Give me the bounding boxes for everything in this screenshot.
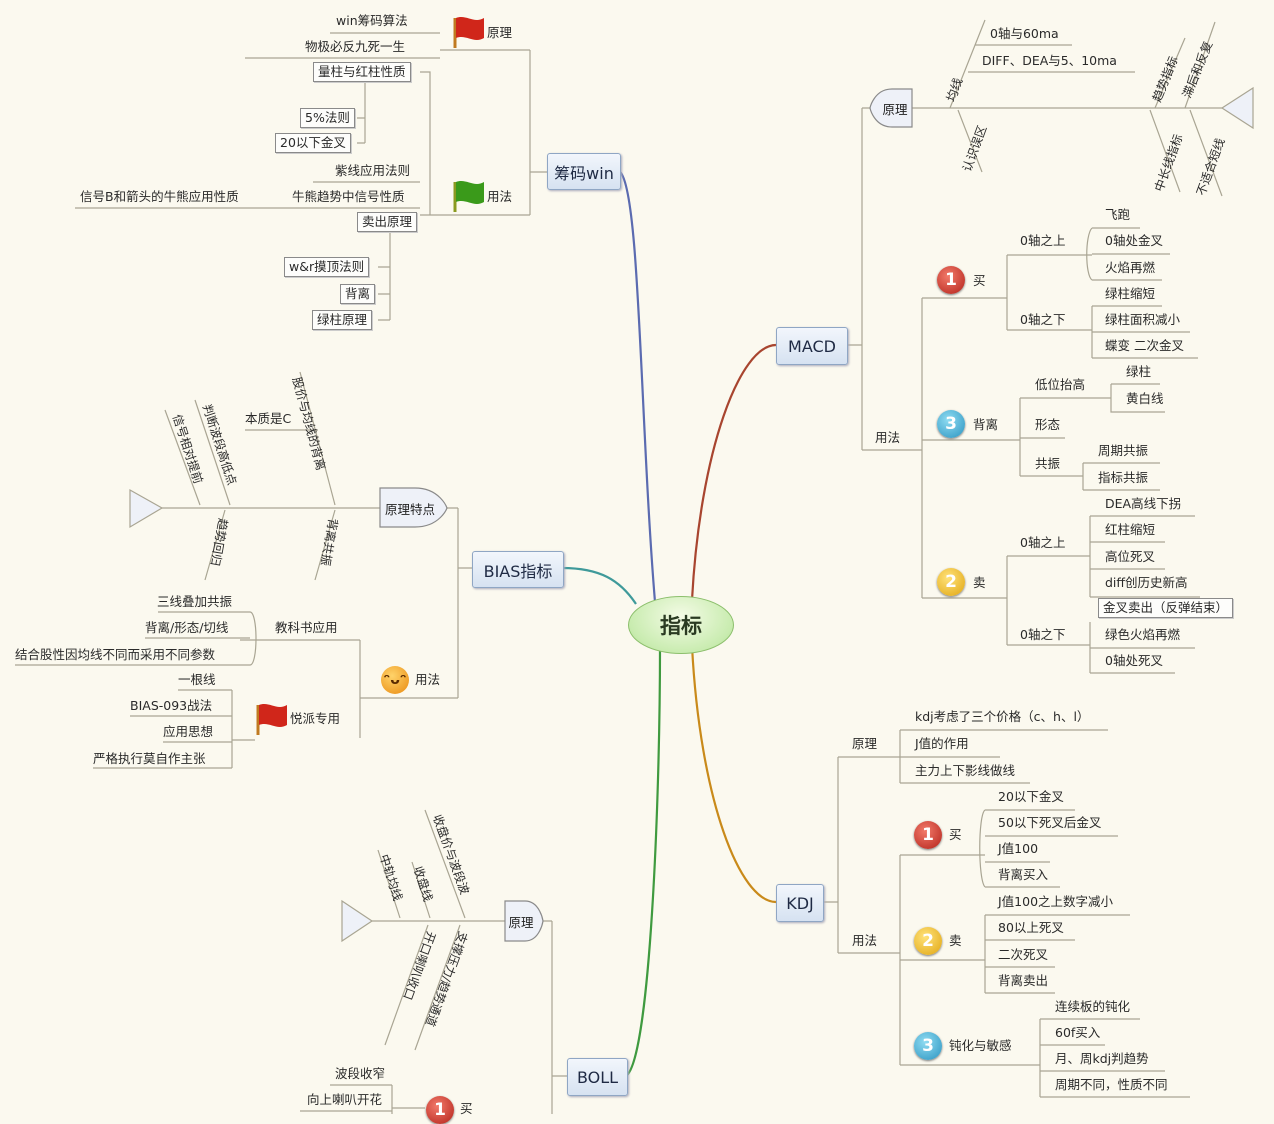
kdj-usage-label[interactable]: 用法 — [852, 933, 878, 948]
zixian-node[interactable]: 紫线应用法则 — [335, 163, 411, 178]
liangzhu-node[interactable]: 量柱与红柱性质 — [313, 62, 411, 82]
niuxiong-node[interactable]: 牛熊趋势中信号性质 — [292, 189, 405, 204]
leaf[interactable]: kdj考虑了三个价格（c、h、l） — [915, 709, 1090, 724]
leaf[interactable]: 红柱缩短 — [1105, 522, 1156, 537]
leaf[interactable]: 蝶变 二次金叉 — [1105, 338, 1184, 353]
liangzhu-item[interactable]: 5%法则 — [300, 108, 355, 128]
macd-buy-below[interactable]: 0轴之下 — [1020, 312, 1066, 327]
boll-principle-head[interactable]: 原理 — [508, 915, 534, 930]
liangzhu-item[interactable]: 20以下金叉 — [275, 133, 351, 153]
macd-div-shape[interactable]: 形态 — [1035, 417, 1061, 432]
leaf[interactable]: 绿柱缩短 — [1105, 286, 1156, 301]
textbook-node[interactable]: 教科书应用 — [275, 620, 338, 635]
leaf[interactable]: 高位死叉 — [1105, 549, 1156, 564]
green-flag-icon — [453, 181, 484, 212]
kdj-blunt-label[interactable]: 钝化与敏感 — [949, 1038, 1012, 1053]
special-item[interactable]: 应用思想 — [163, 724, 214, 739]
special-item[interactable]: 一根线 — [178, 672, 216, 687]
number-1-icon: 1 — [937, 266, 965, 294]
macd-usage-label[interactable]: 用法 — [875, 430, 901, 445]
leaf[interactable]: 火焰再燃 — [1105, 260, 1156, 275]
leaf[interactable]: 指标共振 — [1098, 470, 1149, 485]
leaf[interactable]: 80以上死叉 — [998, 920, 1064, 935]
leaf[interactable]: DEA高线下拐 — [1105, 496, 1182, 511]
leaf-selected[interactable]: 金叉卖出（反弹结束） — [1098, 598, 1234, 618]
niuxiong-item[interactable]: 信号B和箭头的牛熊应用性质 — [80, 189, 239, 204]
number-3-icon: 3 — [914, 1032, 942, 1060]
leaf[interactable]: J值的作用 — [915, 736, 969, 751]
macd-sell-label[interactable]: 卖 — [973, 575, 986, 590]
central-topic[interactable]: 指标 — [628, 596, 734, 654]
macd-ma-item[interactable]: DIFF、DEA与5、10ma — [982, 53, 1117, 68]
leaf[interactable]: J值100 — [998, 841, 1039, 856]
leaf[interactable]: 飞跑 — [1105, 207, 1131, 222]
textbook-item[interactable]: 结合股性因均线不同而采用不同参数 — [15, 647, 216, 662]
leaf[interactable]: 背离卖出 — [998, 973, 1049, 988]
leaf[interactable]: 绿柱面积减小 — [1105, 312, 1181, 327]
leaf[interactable]: 60f买入 — [1055, 1025, 1101, 1040]
macd-div-low[interactable]: 低位抬高 — [1035, 377, 1086, 392]
number-1-icon: 1 — [914, 821, 942, 849]
leaf[interactable]: J值100之上数字减小 — [998, 894, 1114, 909]
macd-buy-label[interactable]: 买 — [973, 273, 986, 288]
kdj-buy-label[interactable]: 买 — [949, 827, 962, 842]
leaf[interactable]: 20以下金叉 — [998, 789, 1064, 804]
chouma-usage-label[interactable]: 用法 — [487, 189, 513, 204]
kdj-sell-label[interactable]: 卖 — [949, 933, 962, 948]
macd-divergence-label[interactable]: 背离 — [973, 417, 999, 432]
topic-macd[interactable]: MACD — [776, 327, 848, 365]
leaf[interactable]: 0轴处金叉 — [1105, 233, 1163, 248]
macd-sell-below[interactable]: 0轴之下 — [1020, 627, 1066, 642]
sell-item[interactable]: w&r摸顶法则 — [284, 257, 370, 277]
leaf[interactable]: 绿色火焰再燃 — [1105, 627, 1181, 642]
leaf[interactable]: 二次死叉 — [998, 947, 1049, 962]
red-flag-icon — [453, 17, 484, 48]
boll-buy-label[interactable]: 买 — [460, 1101, 473, 1116]
leaf[interactable]: 0轴处死叉 — [1105, 653, 1163, 668]
leaf[interactable]: 黄白线 — [1126, 391, 1164, 406]
textbook-item[interactable]: 三线叠加共振 — [157, 594, 233, 609]
topic-bias[interactable]: BIAS指标 — [472, 551, 564, 588]
leaf[interactable]: 主力上下影线做线 — [915, 763, 1016, 778]
chouma-principle-label[interactable]: 原理 — [487, 25, 513, 40]
special-item[interactable]: BIAS-093战法 — [130, 698, 213, 713]
number-2-icon: 2 — [937, 568, 965, 596]
topic-kdj[interactable]: KDJ — [776, 884, 824, 922]
special-node[interactable]: 悦派专用 — [290, 711, 341, 726]
leaf[interactable]: 50以下死叉后金叉 — [998, 815, 1102, 830]
leaf[interactable]: diff创历史新高 — [1105, 575, 1188, 590]
sell-principle-node[interactable]: 卖出原理 — [357, 212, 418, 232]
boll-buy-item[interactable]: 向上喇叭开花 — [307, 1092, 383, 1107]
macd-ma-item[interactable]: 0轴与60ma — [990, 26, 1059, 41]
leaf[interactable]: 周期共振 — [1098, 443, 1149, 458]
chouma-principle-item[interactable]: 物极必反九死一生 — [305, 39, 406, 54]
bias-usage-label[interactable]: 用法 — [415, 672, 441, 687]
macd-buy-above[interactable]: 0轴之上 — [1020, 233, 1066, 248]
number-1-icon: 1 — [426, 1096, 454, 1124]
number-3-icon: 3 — [937, 410, 965, 438]
smiley-icon: ᵔᴗᵔ — [381, 666, 409, 694]
kdj-principle-label[interactable]: 原理 — [852, 736, 878, 751]
leaf[interactable]: 绿柱 — [1126, 364, 1152, 379]
sell-item[interactable]: 背离 — [340, 284, 376, 304]
bias-principle-head[interactable]: 原理特点 — [384, 502, 435, 517]
red-flag-icon — [256, 704, 287, 735]
sell-item[interactable]: 绿柱原理 — [312, 310, 373, 330]
topic-boll[interactable]: BOLL — [567, 1058, 628, 1096]
macd-div-resonance[interactable]: 共振 — [1035, 456, 1061, 471]
number-2-icon: 2 — [914, 927, 942, 955]
chouma-principle-item[interactable]: win筹码算法 — [336, 13, 408, 28]
textbook-item[interactable]: 背离/形态/切线 — [145, 620, 229, 635]
leaf[interactable]: 月、周kdj判趋势 — [1055, 1051, 1149, 1066]
special-item[interactable]: 严格执行莫自作主张 — [93, 751, 206, 766]
topic-chouma-win[interactable]: 筹码win — [547, 153, 621, 190]
leaf[interactable]: 周期不同，性质不同 — [1055, 1077, 1168, 1092]
macd-sell-above[interactable]: 0轴之上 — [1020, 535, 1066, 550]
macd-principle-head[interactable]: 原理 — [882, 102, 908, 117]
leaf[interactable]: 连续板的钝化 — [1055, 999, 1131, 1014]
leaf[interactable]: 背离买入 — [998, 867, 1049, 882]
boll-buy-item[interactable]: 波段收窄 — [335, 1066, 386, 1081]
bias-bone-sub: 本质是C — [245, 411, 292, 426]
